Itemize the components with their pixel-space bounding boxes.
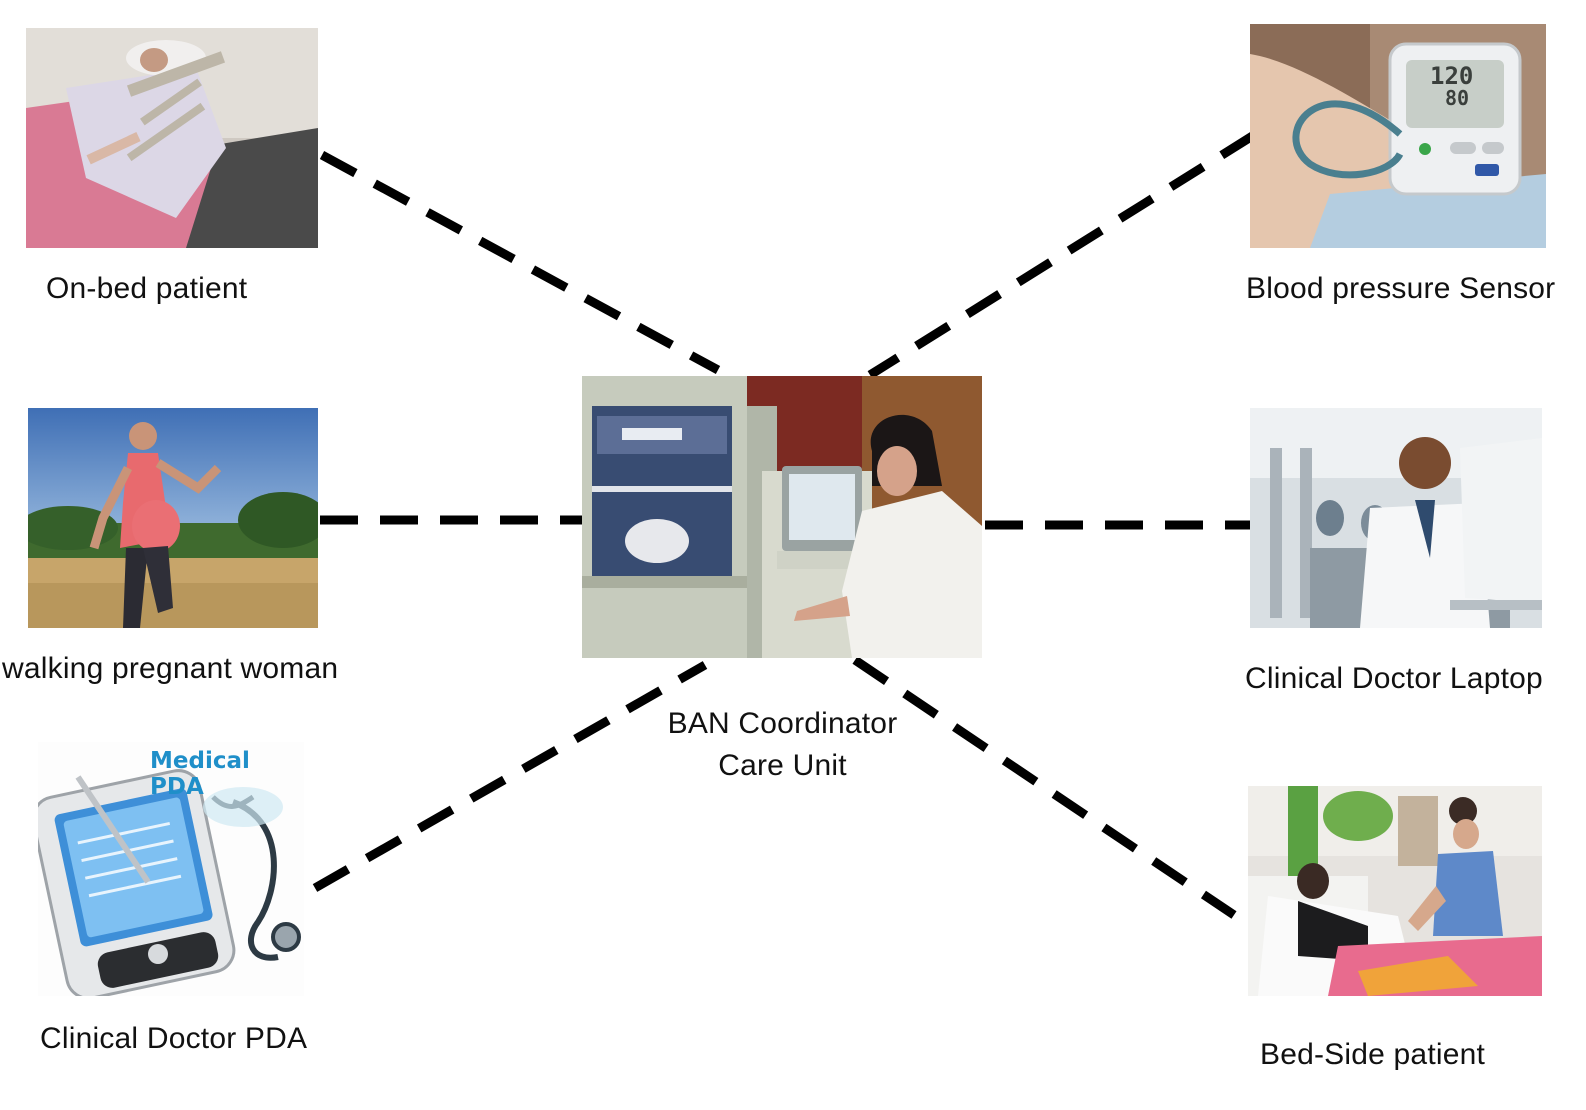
bp-screen-value-top: 120 [1430, 62, 1474, 90]
ban-coordinator-label-line1: BAN Coordinator [667, 707, 898, 740]
on-bed-patient-photo [26, 28, 318, 248]
bed-side-patient-label: Bed-Side patient [1260, 1038, 1486, 1071]
walking-pregnant-woman-label: walking pregnant woman [2, 652, 339, 685]
link-blood-pressure-sensor [867, 131, 1257, 379]
ban-coordinator-label: BAN Coordinator Care Unit [630, 703, 935, 787]
link-on-bed-patient [319, 151, 721, 374]
ban-coordinator-care-unit-photo [582, 376, 982, 658]
clinical-doctor-laptop-photo [1250, 408, 1542, 628]
blood-pressure-sensor-label: Blood pressure Sensor [1246, 272, 1556, 305]
link-bed-side-patient [852, 656, 1237, 919]
clinical-doctor-pda-photo: Medical PDA [38, 742, 304, 996]
link-clinical-doctor-pda [312, 661, 708, 892]
clinical-doctor-pda-label: Clinical Doctor PDA [40, 1022, 308, 1055]
on-bed-patient-label: On-bed patient [46, 272, 248, 305]
walking-pregnant-woman-photo [28, 408, 318, 628]
clinical-doctor-laptop-label: Clinical Doctor Laptop [1245, 662, 1543, 695]
medical-pda-caption: Medical PDA [150, 748, 250, 800]
ban-coordinator-label-line2: Care Unit [718, 749, 847, 782]
blood-pressure-sensor-photo: 120 80 [1250, 24, 1546, 248]
bed-side-patient-photo [1248, 786, 1542, 996]
bp-screen-value-bottom: 80 [1445, 86, 1470, 110]
